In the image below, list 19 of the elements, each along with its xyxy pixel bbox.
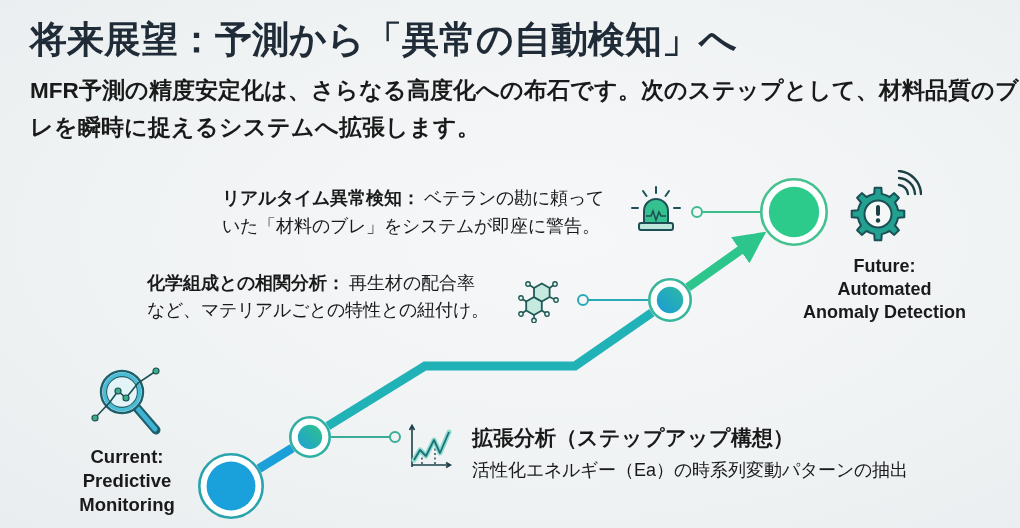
milestone-circle bbox=[648, 278, 692, 322]
subtitle: MFR予測の精度安定化は、さらなる高度化への布石です。次のステップとして、材料品質のブレを瞬時に捉えるシステムへ拡張します。 bbox=[30, 77, 1020, 142]
annotation-text: 化学組成との相関分析：再生材の配合率など、マテリアルごとの特性との紐付け。 bbox=[147, 272, 490, 322]
milestone-circle bbox=[289, 416, 331, 458]
annotation-text: リアルタイム異常検知：ベテランの勘に頼っていた「材料のブレ」をシステムが即座に警告。 bbox=[222, 187, 605, 238]
milestone-circle bbox=[760, 178, 828, 246]
title: 将来展望：予測から「異常の自動検知」へ bbox=[30, 18, 737, 62]
milestone-circle bbox=[198, 453, 264, 519]
timeline-line bbox=[256, 444, 295, 473]
milestone-label: Future: bbox=[852, 255, 917, 278]
milestone-label: Automated Anomaly Detection bbox=[802, 278, 967, 324]
annotation-text: 活性化エネルギー（Ea）の時系列変動パターンの抽出 bbox=[472, 459, 910, 482]
timeline-line bbox=[325, 308, 655, 430]
leader-line bbox=[577, 294, 649, 306]
annotation-heading: 拡張分析（ステップアップ構想） bbox=[472, 425, 795, 451]
milestone-label: Predictive Monitoring bbox=[78, 469, 176, 517]
leader-line bbox=[691, 206, 761, 218]
milestone-label: Current: bbox=[89, 445, 165, 469]
leader-line bbox=[330, 431, 401, 443]
